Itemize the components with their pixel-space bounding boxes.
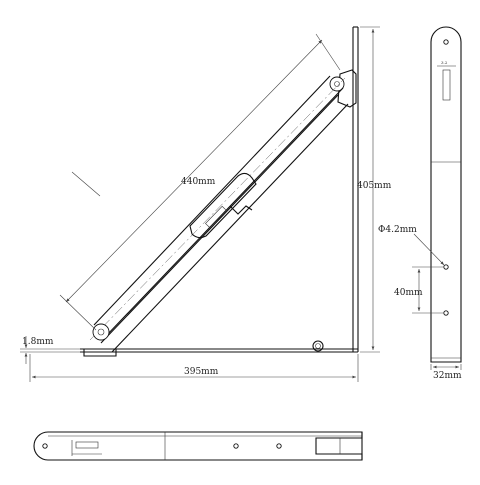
dim-base-length: 395mm xyxy=(29,354,359,382)
bottom-hole-2 xyxy=(276,443,282,449)
bottom-notch xyxy=(315,432,363,460)
leader-line xyxy=(71,171,101,197)
bottom-slot xyxy=(75,441,99,449)
dim-width: 32mm xyxy=(430,364,462,381)
lower-pivot-rivet xyxy=(92,323,110,341)
upper-mount-plate xyxy=(337,69,357,108)
side-view: 3.2 Φ4.2mm 40mm 32mm xyxy=(378,26,462,381)
height-label: 405mm xyxy=(357,181,392,191)
dim-height: 405mm xyxy=(357,26,392,353)
side-hole-upper xyxy=(443,264,449,270)
hole-spacing-label: 40mm xyxy=(394,288,423,298)
diagonal-arm xyxy=(93,75,349,353)
dim-hole-diameter: Φ4.2mm xyxy=(378,225,445,266)
base-foot-lug xyxy=(83,349,117,357)
arm-centerline xyxy=(89,77,346,341)
bottom-hole-1 xyxy=(233,443,239,449)
upper-rivet xyxy=(329,76,345,92)
side-view-outline xyxy=(430,26,462,363)
main-bracket-view: 440mm 405mm 395mm 1.8mm xyxy=(20,26,392,382)
side-top-hole xyxy=(443,39,449,45)
dim-thickness: 1.8mm xyxy=(20,336,80,364)
bottom-view xyxy=(33,431,363,461)
thickness-label: 1.8mm xyxy=(22,337,54,347)
hole-diameter-label: Φ4.2mm xyxy=(378,225,417,235)
width-label: 32mm xyxy=(433,371,462,381)
horizontal-base xyxy=(80,348,358,353)
bottom-view-outline xyxy=(33,431,363,461)
side-hole-lower xyxy=(443,310,449,316)
bottom-end-hole xyxy=(42,443,48,449)
dim-arm-length: 440mm xyxy=(59,33,341,331)
dim-hole-spacing: 40mm xyxy=(394,266,443,314)
side-slot xyxy=(442,69,451,101)
base-hook-ring xyxy=(312,340,324,352)
arm-length-label: 440mm xyxy=(181,177,216,187)
svg-text:3.2: 3.2 xyxy=(441,60,448,65)
base-length-label: 395mm xyxy=(184,367,219,377)
vertical-post xyxy=(352,26,359,352)
